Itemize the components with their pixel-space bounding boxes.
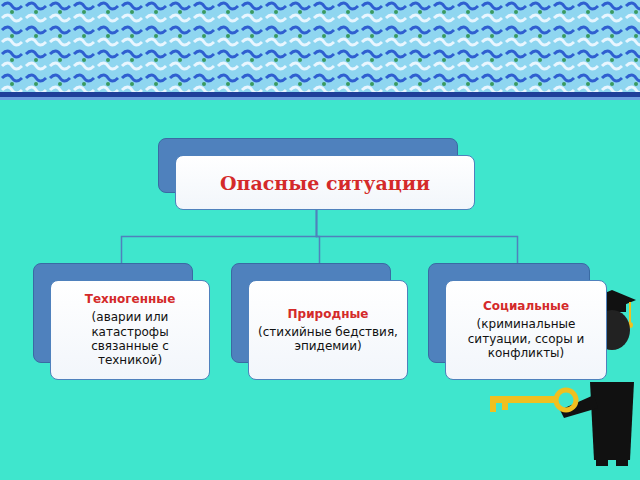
band-stripe [0,97,640,100]
category-box: Природные (стихийные бедствия, эпидемии) [248,280,408,380]
band-stripe [0,92,640,97]
category-description: (аварии или катастрофы связанные с техни… [59,310,201,368]
key-icon [490,390,576,412]
root-box: Опасные ситуации [175,155,475,210]
diagram-title: Опасные ситуации [220,172,430,194]
category-box: Социальные (криминальные ситуации, ссоры … [445,280,607,380]
category-heading: Техногенные [85,292,176,306]
category-box: Техногенные (аварии или катастрофы связан… [50,280,210,380]
category-heading: Природные [288,307,369,321]
pattern-band [0,0,640,92]
category-description: (стихийные бедствия, эпидемии) [257,325,399,354]
category-heading: Социальные [483,299,569,313]
category-description: (криминальные ситуации, ссоры и конфликт… [454,317,598,360]
